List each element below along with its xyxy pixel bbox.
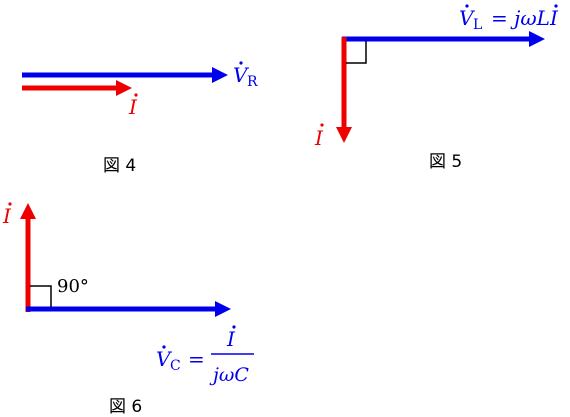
fig5-current-symbol: I bbox=[314, 126, 324, 150]
figure-4: V R I 図 4 bbox=[22, 61, 258, 176]
fig4-voltage-label: V R bbox=[233, 61, 258, 90]
fig4-voltage-subscript: R bbox=[247, 74, 258, 90]
fig4-current-symbol: I bbox=[128, 95, 138, 119]
fig6-angle-label: 90° bbox=[57, 276, 89, 297]
fig5-voltage-arrow bbox=[342, 31, 545, 47]
fig6-right-angle-mark bbox=[30, 285, 52, 307]
fig4-current-arrow bbox=[22, 80, 132, 96]
fig4-caption: 図 4 bbox=[103, 156, 136, 176]
fig4-voltage-symbol: V bbox=[233, 63, 250, 87]
fig4-voltage-arrow bbox=[22, 67, 228, 83]
fig6-voltage-equals: = bbox=[188, 347, 205, 371]
fig5-voltage-rhs: = jωL bbox=[491, 6, 550, 30]
fig5-voltage-subscript: L bbox=[473, 17, 482, 33]
fig6-voltage-subscript: C bbox=[170, 358, 181, 374]
figure-5: V L = jωL I I 図 5 bbox=[314, 4, 559, 172]
fig5-right-angle-mark bbox=[346, 41, 367, 64]
fig5-voltage-rhs-current: I bbox=[549, 6, 559, 30]
fig6-current-label: I bbox=[2, 202, 12, 228]
fig6-voltage-arrow bbox=[26, 301, 231, 317]
fig4-current-label: I bbox=[128, 93, 138, 119]
fig5-voltage-symbol: V bbox=[459, 6, 476, 30]
fig5-caption: 図 5 bbox=[429, 152, 462, 172]
fig6-voltage-label: V C = I jωC bbox=[156, 325, 254, 386]
fig6-fraction-numerator: I bbox=[226, 327, 236, 351]
fig6-current-symbol: I bbox=[2, 204, 12, 228]
fig6-current-arrow bbox=[20, 203, 36, 312]
fig5-voltage-label: V L = jωL I bbox=[459, 4, 559, 33]
fig6-fraction-denominator: jωC bbox=[209, 364, 249, 386]
fig5-current-arrow bbox=[336, 37, 352, 143]
fig6-caption: 図 6 bbox=[109, 397, 142, 417]
figure-6: 90° I V C = I jωC 図 6 bbox=[2, 202, 254, 417]
fig5-current-label: I bbox=[314, 123, 324, 150]
fig6-voltage-symbol: V bbox=[156, 347, 173, 371]
